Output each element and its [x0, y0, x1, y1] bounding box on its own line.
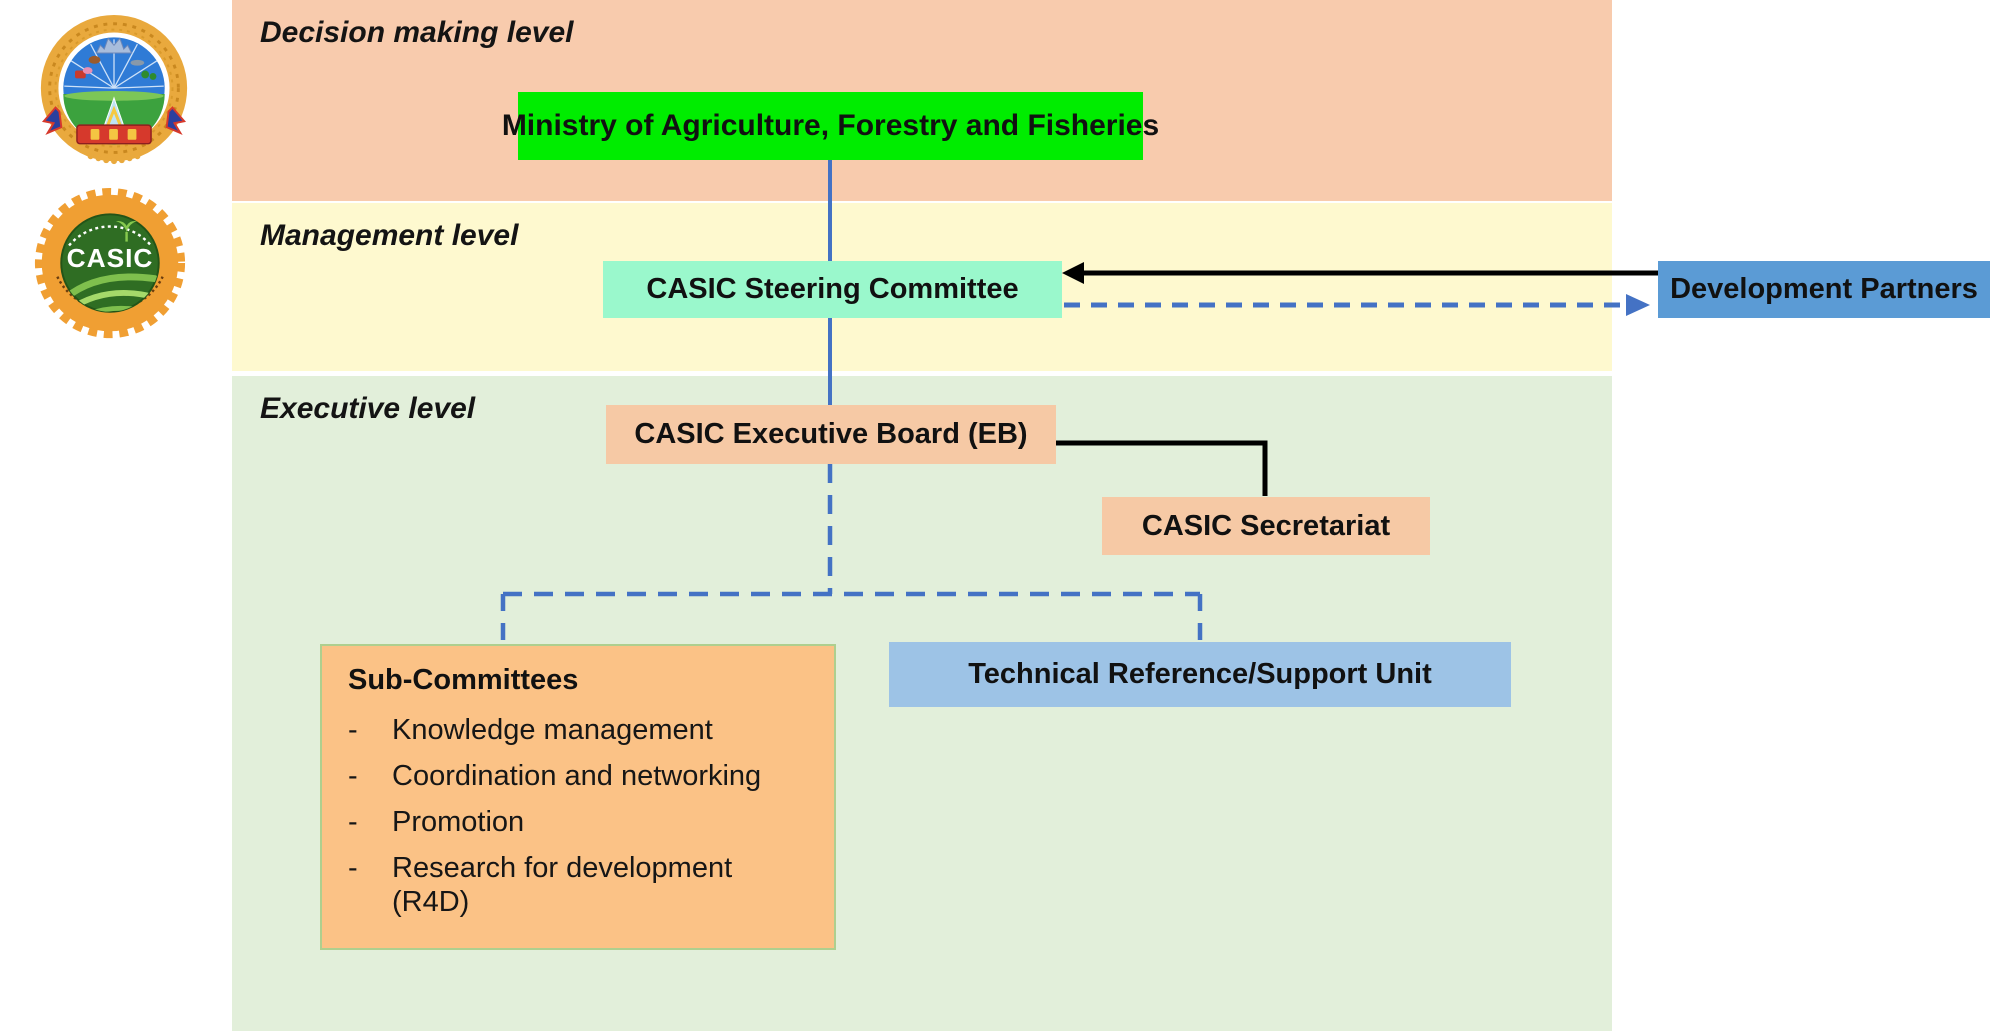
node-secretariat: CASIC Secretariat: [1102, 497, 1430, 555]
fish-icon: [130, 59, 145, 66]
list-item-dash: -: [348, 714, 358, 746]
sub-committees-title: Sub-Committees: [348, 664, 579, 696]
node-steering-committee: CASIC Steering Committee: [603, 261, 1062, 318]
list-item: - Knowledge management: [348, 713, 814, 747]
list-item-dash: -: [348, 852, 358, 884]
list-item-label: Coordination and networking: [392, 760, 762, 792]
maff-emblem-logo: [40, 14, 188, 165]
sub-committees-list: - Knowledge management - Coordination an…: [348, 713, 814, 919]
tractor-icon: [75, 70, 86, 79]
tree-icon: [149, 72, 157, 80]
node-executive-board: CASIC Executive Board (EB): [606, 405, 1056, 464]
band-management: Management level: [232, 203, 1612, 371]
list-item: - Research for development (R4D): [348, 851, 814, 919]
list-item-label: Research for development (R4D): [392, 852, 733, 918]
band-label-management: Management level: [260, 219, 519, 252]
casic-logo: CASIC: [34, 187, 186, 339]
ribbon-left: [41, 106, 63, 136]
casic-logo-text: CASIC: [67, 243, 154, 273]
temple-icon: [95, 37, 133, 54]
node-ministry: Ministry of Agriculture, Forestry and Fi…: [502, 92, 1159, 160]
list-item: - Coordination and networking: [348, 759, 814, 793]
cow-icon: [88, 55, 101, 64]
list-item-dash: -: [348, 760, 358, 792]
node-technical-reference-unit: Technical Reference/Support Unit: [889, 642, 1511, 707]
node-sub-committees: Sub-Committees - Knowledge management - …: [320, 644, 836, 950]
arrowhead-steering-devpartners: [1626, 294, 1650, 316]
list-item-dash: -: [348, 806, 358, 838]
band-label-executive: Executive level: [260, 392, 476, 425]
tree-icon: [141, 70, 150, 79]
sprout-icon: [115, 220, 138, 242]
ribbon-right: [165, 106, 187, 136]
node-development-partners: Development Partners: [1658, 261, 1990, 318]
list-item: - Promotion: [348, 805, 814, 839]
list-item-label: Promotion: [392, 806, 525, 838]
band-label-decision: Decision making level: [260, 16, 574, 49]
pig-icon: [82, 67, 93, 74]
list-item-label: Knowledge management: [392, 714, 713, 746]
